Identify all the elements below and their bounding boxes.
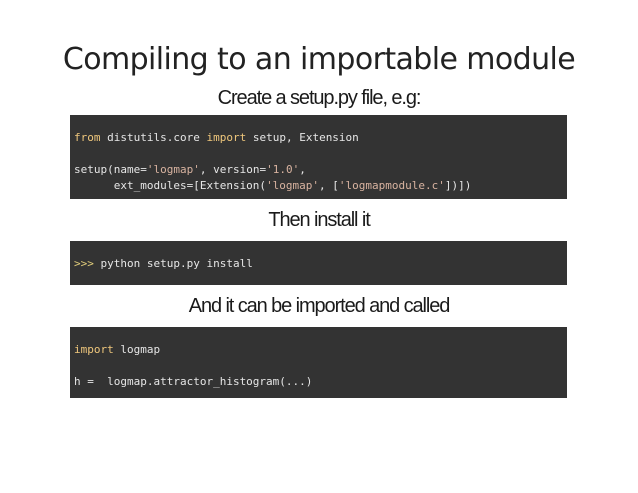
code-text: , xyxy=(299,163,306,176)
code-block-install-command: >>> python setup.py install xyxy=(70,241,567,285)
caption-install: Then install it xyxy=(268,209,370,231)
code-text: setup, Extension xyxy=(246,131,359,144)
code-string: '1.0' xyxy=(266,163,300,176)
code-text: , [ xyxy=(319,179,339,192)
code-line: setup(name='logmap', version='1.0', xyxy=(74,162,567,178)
code-block-setup-py: from distutils.core import setup, Extens… xyxy=(70,115,567,199)
code-text: ])]) xyxy=(444,179,472,192)
code-text: distutils.core xyxy=(100,131,207,144)
code-text: h = logmap.attractor_histogram(...) xyxy=(74,375,313,388)
code-string: 'logmapmodule.c' xyxy=(338,179,445,192)
code-line xyxy=(74,146,567,162)
code-line: ext_modules=[Extension('logmap', ['logma… xyxy=(74,178,567,194)
code-text: logmap xyxy=(113,343,161,356)
code-prompt: >>> xyxy=(74,257,94,270)
code-line xyxy=(74,358,567,374)
caption-import-call: And it can be imported and called xyxy=(188,295,451,317)
code-keyword: import xyxy=(206,131,247,144)
code-text: , version= xyxy=(199,163,267,176)
code-line: import logmap xyxy=(74,342,567,358)
code-line: h = logmap.attractor_histogram(...) xyxy=(74,374,567,390)
code-block-usage: import logmap h = logmap.attractor_histog… xyxy=(70,327,567,398)
code-line: >>> python setup.py install xyxy=(74,256,567,272)
code-text: setup(name= xyxy=(74,163,147,176)
code-line: from distutils.core import setup, Extens… xyxy=(74,130,567,146)
code-string: 'logmap' xyxy=(266,179,320,192)
slide-title: Compiling to an importable module xyxy=(62,42,576,77)
code-text: python setup.py install xyxy=(93,257,253,270)
code-string: 'logmap' xyxy=(146,163,200,176)
code-keyword: from xyxy=(74,131,101,144)
code-keyword: import xyxy=(74,343,114,356)
code-text: ext_modules=[Extension( xyxy=(74,179,267,192)
caption-create-setup: Create a setup.py file, e.g: xyxy=(217,87,422,109)
